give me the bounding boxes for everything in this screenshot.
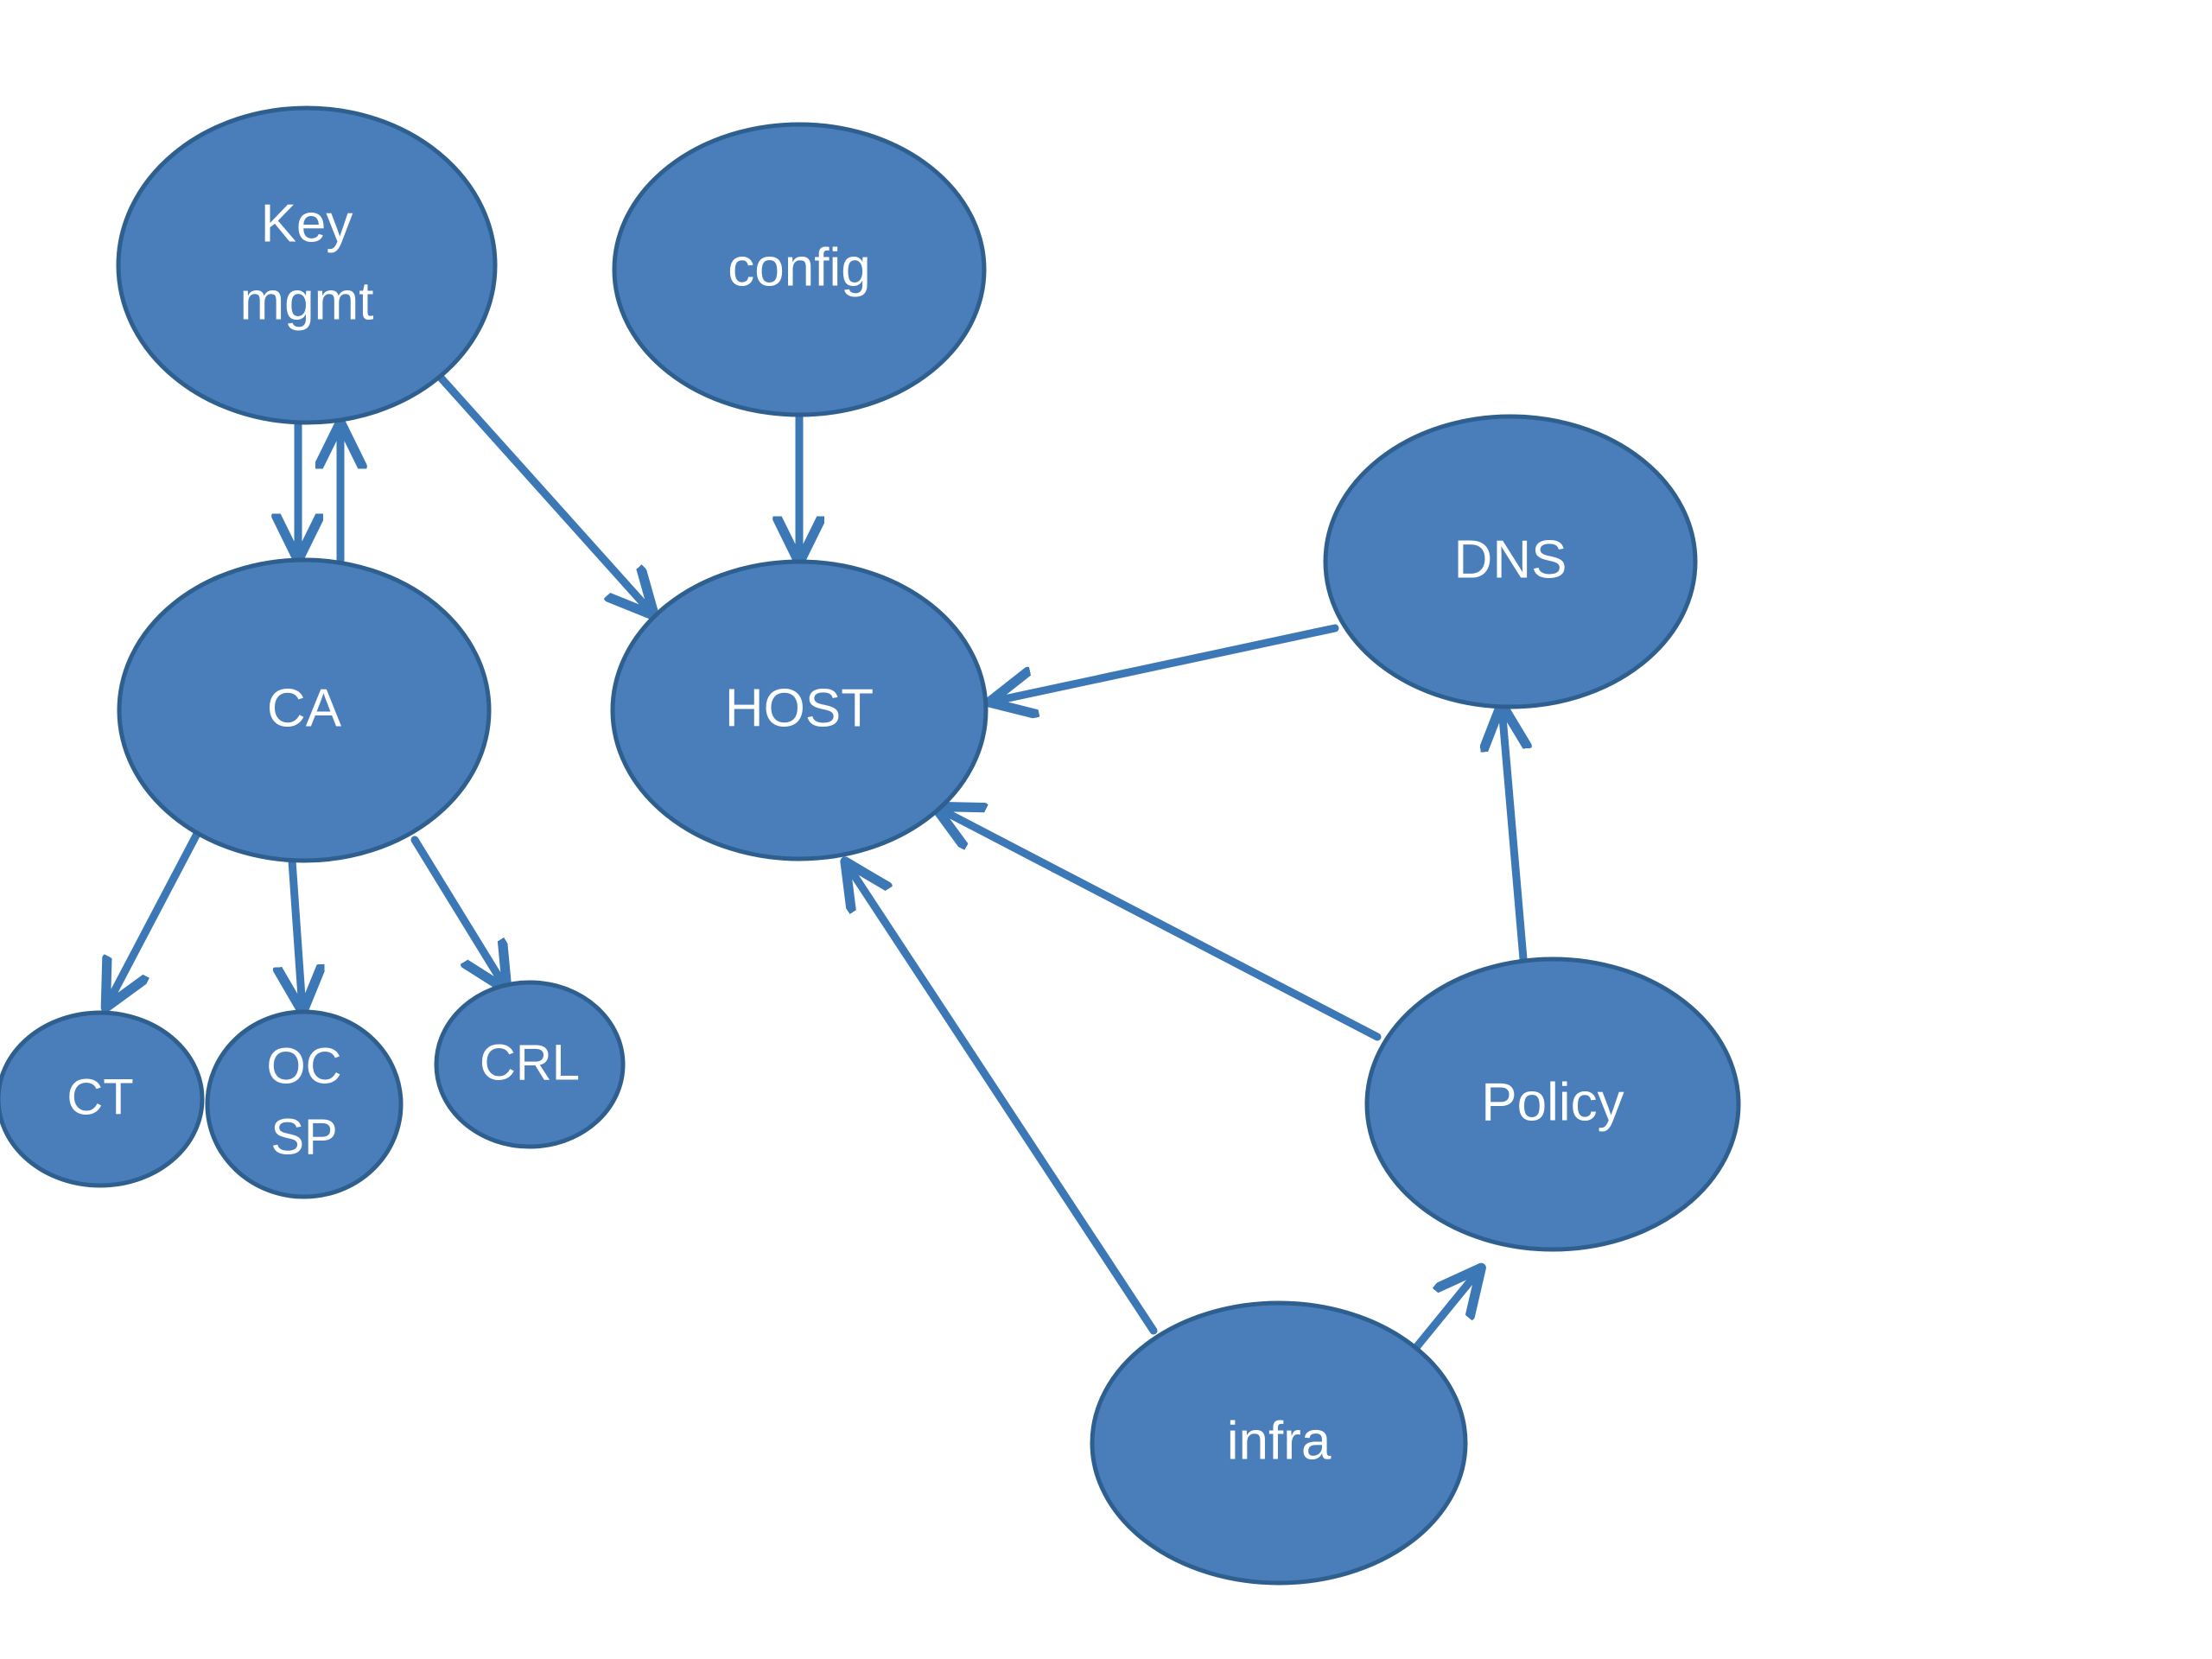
edge-policy-to-host bbox=[938, 808, 1382, 1041]
node-shape-ct[interactable] bbox=[0, 1010, 205, 1188]
node-shape-crl[interactable] bbox=[434, 980, 626, 1149]
edge-infra-to-host bbox=[847, 864, 1158, 1335]
node-infra[interactable]: infra bbox=[1090, 1300, 1468, 1586]
node-shape-key-mgmt[interactable] bbox=[116, 105, 498, 425]
node-label-ocsp-line1: OC bbox=[267, 1038, 342, 1094]
node-label-infra: infra bbox=[1227, 1411, 1332, 1471]
node-label-ca: CA bbox=[267, 678, 342, 738]
node-ocsp[interactable]: OC SP bbox=[205, 1009, 404, 1199]
node-ca[interactable]: CA bbox=[117, 557, 492, 863]
node-label-ct: CT bbox=[67, 1069, 133, 1125]
node-config[interactable]: config bbox=[612, 122, 987, 417]
edges-layer bbox=[107, 373, 1523, 1382]
node-dns[interactable]: DNS bbox=[1323, 414, 1698, 709]
node-label-dns: DNS bbox=[1454, 530, 1567, 589]
node-label-policy: Policy bbox=[1481, 1072, 1624, 1132]
node-label-config: config bbox=[728, 238, 870, 297]
edge-ca-to-crl bbox=[410, 836, 505, 988]
node-shape-ocsp[interactable] bbox=[205, 1009, 404, 1199]
node-crl[interactable]: CRL bbox=[434, 980, 626, 1149]
edge-key-mgmt-to-host bbox=[436, 373, 652, 613]
node-ct[interactable]: CT bbox=[0, 1010, 205, 1188]
node-label-key-mgmt-line2: mgmt bbox=[240, 271, 374, 331]
edge-dns-to-host bbox=[992, 624, 1339, 702]
node-shape-infra[interactable] bbox=[1090, 1300, 1468, 1586]
node-policy[interactable]: Policy bbox=[1364, 957, 1741, 1252]
node-shape-config[interactable] bbox=[612, 122, 987, 417]
node-shape-dns[interactable] bbox=[1323, 414, 1698, 709]
node-label-key-mgmt-line1: Key bbox=[261, 194, 353, 253]
edge-ca-to-ct bbox=[107, 830, 201, 1005]
node-label-host: HOST bbox=[725, 678, 874, 738]
node-shape-ca[interactable] bbox=[117, 557, 492, 863]
edge-ca-to-ocsp bbox=[292, 856, 302, 1009]
node-shape-host[interactable] bbox=[610, 559, 988, 861]
node-host[interactable]: HOST bbox=[610, 559, 988, 861]
node-shape-policy[interactable] bbox=[1364, 957, 1741, 1252]
node-label-ocsp-line2: SP bbox=[270, 1109, 337, 1165]
node-label-crl: CRL bbox=[480, 1034, 580, 1090]
edge-policy-to-dns bbox=[1502, 707, 1523, 963]
node-key-mgmt[interactable]: Key mgmt bbox=[116, 105, 498, 425]
